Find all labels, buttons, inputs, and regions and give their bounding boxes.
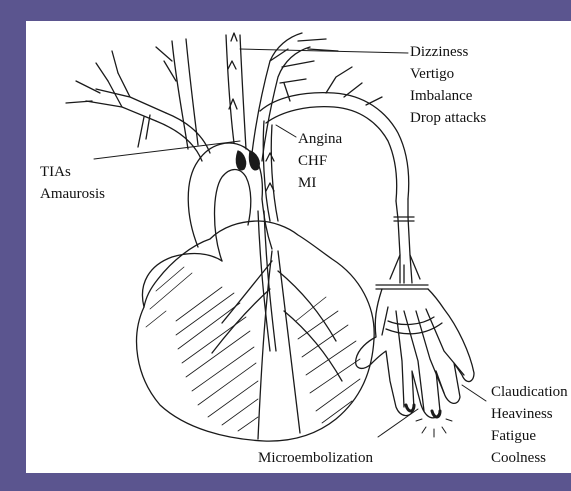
label-microembolization: Microembolization: [258, 448, 373, 468]
label-vertigo: Vertigo: [410, 64, 454, 84]
label-mi: MI: [298, 173, 316, 193]
label-angina: Angina: [298, 129, 342, 149]
label-imbalance: Imbalance: [410, 86, 472, 106]
label-coolness: Coolness: [491, 448, 546, 468]
heart-arteries-illustration: [26, 21, 571, 473]
pointer-cardiac: [276, 125, 296, 137]
label-chf: CHF: [298, 151, 327, 171]
label-tias: TIAs: [40, 162, 71, 182]
label-amaurosis: Amaurosis: [40, 184, 105, 204]
brachial-artery: [408, 199, 412, 283]
label-dizziness: Dizziness: [410, 42, 468, 62]
pointer-embolic: [378, 409, 418, 437]
pointer-ocular: [94, 141, 240, 159]
pointer-limb: [462, 385, 486, 401]
heart-outline: [137, 221, 375, 441]
label-claudication: Claudication: [491, 382, 568, 402]
hand-outline: [356, 289, 474, 418]
label-drop-attacks: Drop attacks: [410, 108, 486, 128]
label-fatigue: Fatigue: [491, 426, 536, 446]
figure-panel: Dizziness Vertigo Imbalance Drop attacks…: [26, 21, 571, 473]
label-heaviness: Heaviness: [491, 404, 553, 424]
